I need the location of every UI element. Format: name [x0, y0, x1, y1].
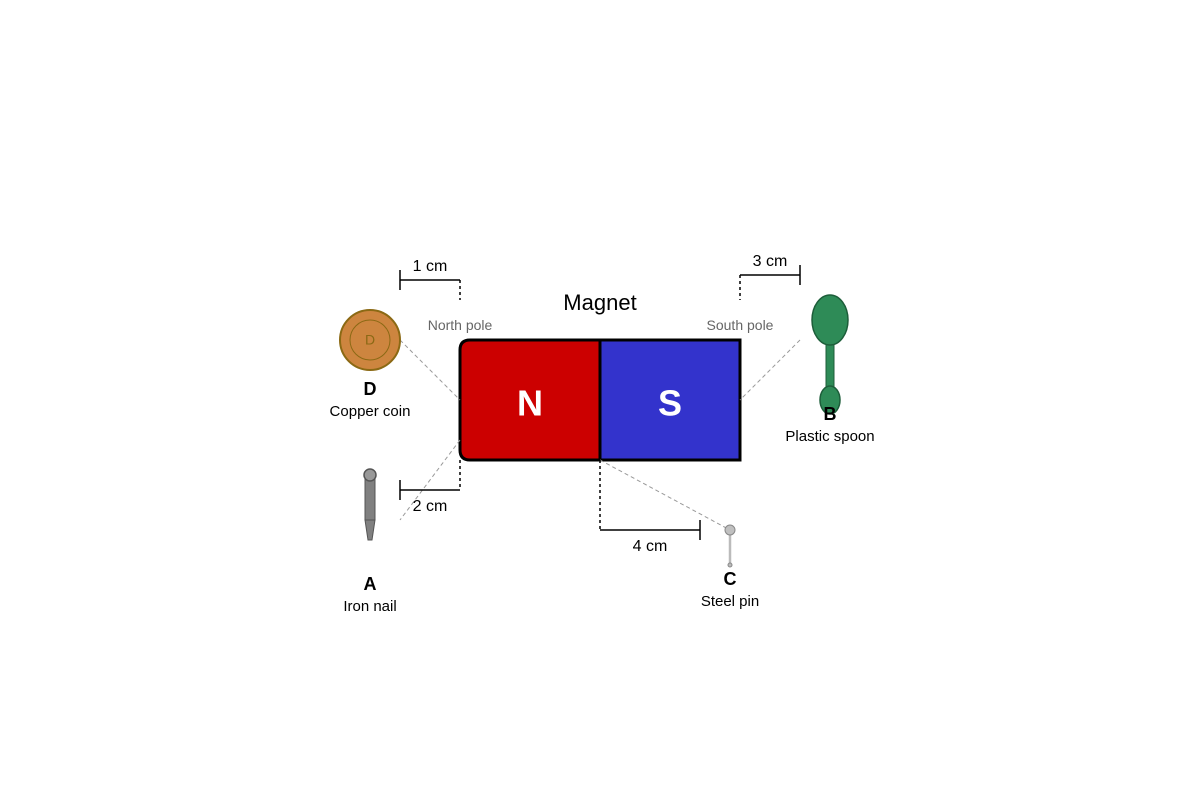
bar-magnet: N S — [458, 338, 742, 462]
object-c: C Steel pin 4 cm — [599, 460, 759, 610]
connector-lines — [399, 339, 801, 531]
distance-label-d: 1 cm — [413, 258, 448, 275]
object-b: B Plastic spoon 3 cm — [739, 253, 875, 445]
diagram-title: Magnet — [563, 290, 636, 315]
nail-icon — [363, 468, 377, 541]
south-label: S — [658, 383, 682, 424]
object-b-letter: B — [824, 404, 837, 424]
distance-label-a: 2 cm — [413, 498, 448, 515]
coin-icon: D — [339, 309, 401, 371]
distance-marker-c: 4 cm — [599, 460, 701, 555]
object-a-name: Iron nail — [343, 598, 396, 615]
distance-marker-b: 3 cm — [739, 253, 801, 300]
coin-mark: D — [365, 332, 375, 348]
object-c-letter: C — [724, 569, 737, 589]
object-a: A Iron nail 2 cm — [343, 460, 461, 615]
north-pole-caption: North pole — [428, 317, 493, 333]
connector-nail — [399, 439, 461, 521]
object-b-name: Plastic spoon — [785, 428, 874, 445]
distance-marker-d: 1 cm — [399, 258, 461, 300]
distance-marker-a: 2 cm — [399, 460, 461, 515]
connector-spoon — [739, 339, 801, 401]
object-d-name: Copper coin — [330, 403, 411, 420]
object-d: D D Copper coin 1 cm — [330, 258, 461, 420]
distance-label-c: 4 cm — [633, 538, 668, 555]
object-a-letter: A — [364, 574, 377, 594]
north-label: N — [517, 383, 543, 424]
connector-pin — [599, 459, 731, 531]
connector-coin — [399, 339, 461, 401]
distance-label-b: 3 cm — [753, 253, 788, 270]
object-c-name: Steel pin — [701, 593, 759, 610]
north-pole — [458, 338, 602, 462]
object-d-letter: D — [364, 379, 377, 399]
pin-icon — [724, 524, 736, 568]
south-pole-caption: South pole — [707, 317, 774, 333]
spoon-icon — [811, 294, 849, 415]
